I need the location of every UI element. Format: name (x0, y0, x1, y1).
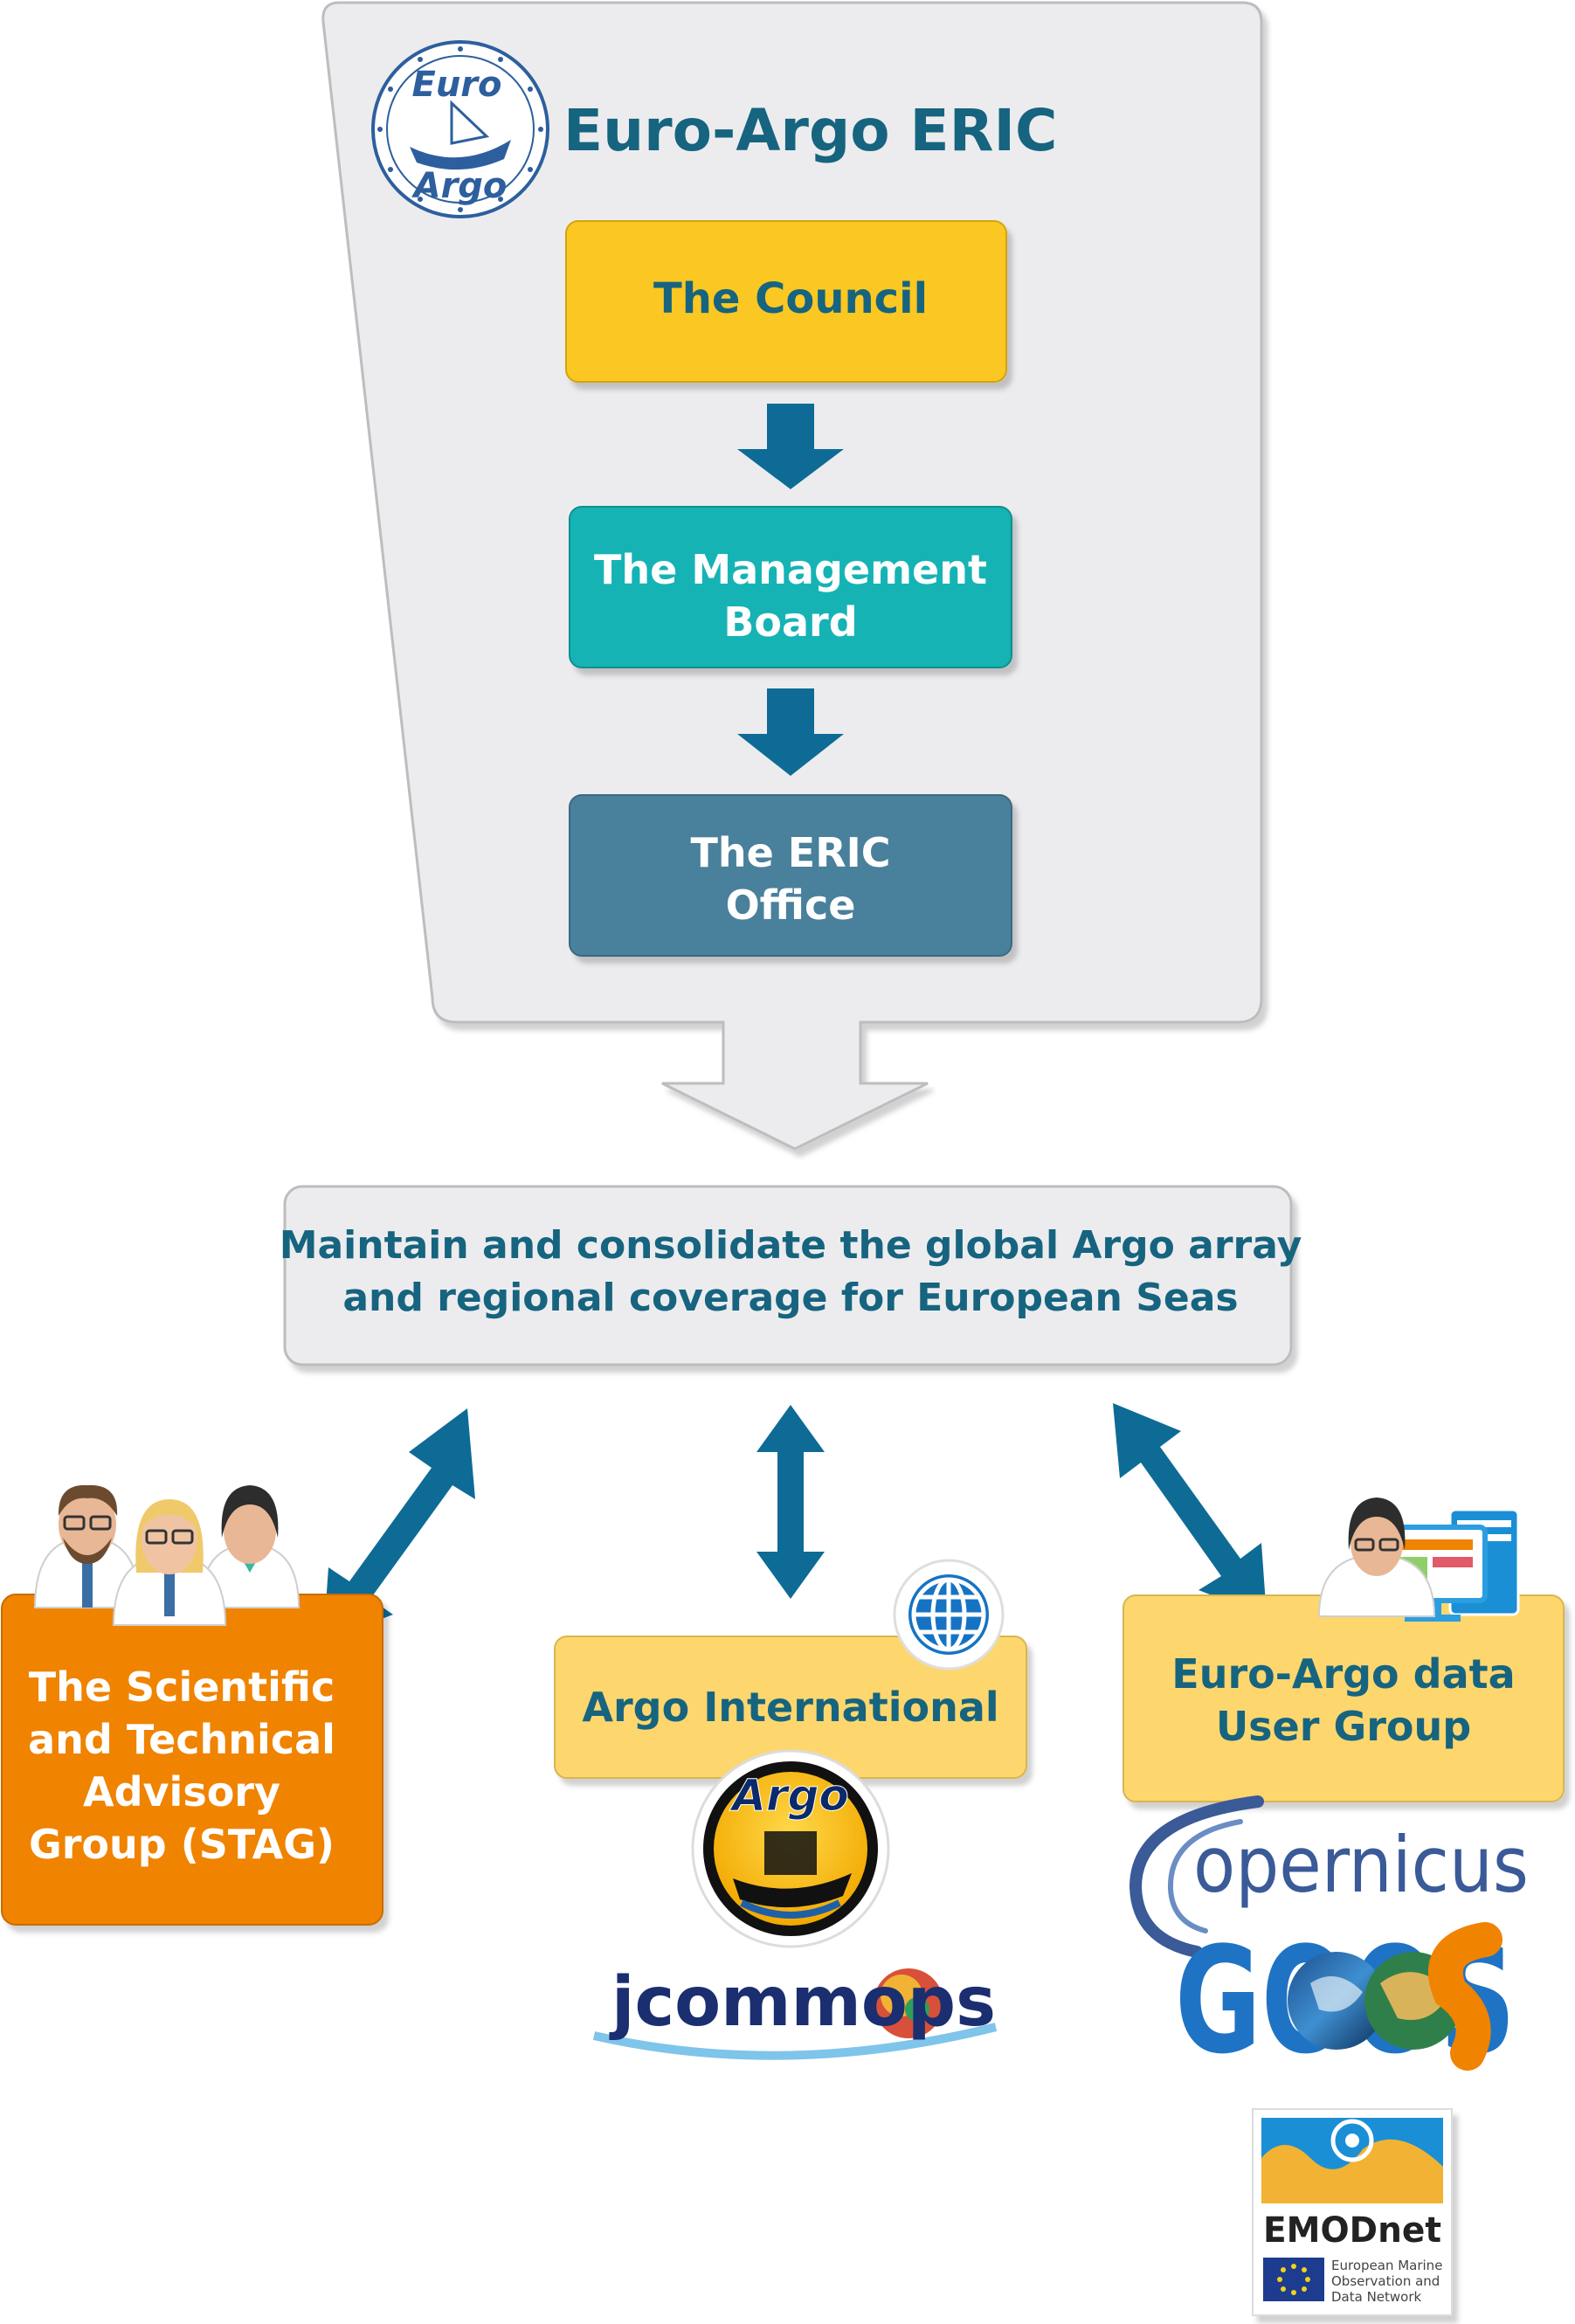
council-box: The Council (565, 220, 1007, 383)
goos-logo: GOOS (1175, 1915, 1516, 2086)
argo-logo-text: Argo (729, 1770, 849, 1821)
emodnet-logo-text: EMODnet (1263, 2210, 1441, 2251)
emodnet-caption-line3: Data Network (1331, 2289, 1422, 2305)
down-arrow-1 (737, 404, 844, 489)
argo-logo: Argo (691, 1749, 890, 1948)
double-arrow-left (323, 1408, 475, 1641)
mission-text-line2: and regional coverage for European Seas (342, 1276, 1238, 1320)
stag-label-line2: and Technical (28, 1716, 335, 1763)
user-group-box: Euro-Argo data User Group (1123, 1594, 1565, 1802)
eric-office-label-line1: The ERIC (690, 829, 890, 876)
management-board-label-line2: Board (723, 598, 857, 646)
down-arrow-2 (737, 688, 844, 776)
stag-label-line1: The Scientific (29, 1663, 335, 1711)
logo-text-argo: Argo (411, 166, 508, 206)
copernicus-logo-text: opernicus (1193, 1820, 1529, 1910)
emodnet-logo: EMODnet European Marine Observation and … (1252, 2108, 1453, 2316)
double-arrow-right (1113, 1403, 1267, 1616)
page-title: Euro-Argo ERIC (563, 97, 1057, 164)
emodnet-caption-line1: European Marine (1331, 2258, 1442, 2273)
mission-text-line1: Maintain and consolidate the global Argo… (280, 1223, 1302, 1268)
argo-international-label: Argo International (582, 1684, 998, 1731)
stag-label-line4: Group (STAG) (29, 1821, 335, 1868)
scientists-icon (33, 1484, 300, 1626)
computer-user-icon (1317, 1497, 1520, 1622)
management-board-label-line1: The Management (594, 546, 987, 593)
double-arrow-center (756, 1405, 825, 1599)
user-group-label-line2: User Group (1216, 1703, 1471, 1750)
stag-label-line3: Advisory (83, 1768, 280, 1816)
copernicus-logo: opernicus (1129, 1795, 1529, 1958)
eric-office-box: The ERIC Office (569, 794, 1012, 957)
logo-text-euro: Euro (411, 65, 501, 105)
user-group-label-line1: Euro-Argo data (1171, 1650, 1515, 1698)
stag-box: The Scientific and Technical Advisory Gr… (1, 1594, 383, 1926)
jcommops-logo: jcommops (592, 1963, 998, 2060)
management-board-box: The Management Board (569, 506, 1012, 668)
emodnet-caption-line2: Observation and (1331, 2273, 1440, 2289)
council-label: The Council (653, 274, 928, 323)
globe-icon (893, 1559, 1005, 1670)
euro-argo-logo: Euro Argo (371, 40, 549, 218)
mission-box: Maintain and consolidate the global Argo… (280, 1185, 1302, 1366)
jcommops-logo-text: jcommops (609, 1963, 996, 2042)
eric-office-label-line2: Office (726, 882, 856, 929)
